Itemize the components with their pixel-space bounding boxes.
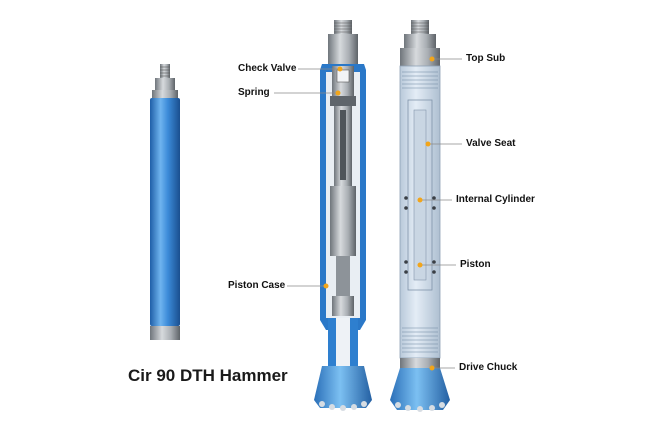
transparent-view [390, 20, 450, 412]
label-piston: Piston [460, 259, 491, 270]
marker-check-valve [337, 66, 343, 72]
label-markers [323, 56, 435, 371]
marker-top-sub [429, 56, 435, 62]
marker-internal-cylinder [417, 197, 423, 203]
leader-lines [274, 58, 462, 369]
label-valve-seat: Valve Seat [466, 138, 516, 149]
transparent-top-sub [400, 48, 440, 66]
transparent-drive-chuck [400, 358, 440, 368]
left-outer-tube [150, 98, 180, 326]
marker-drive-chuck [429, 365, 435, 371]
left-top-sub [155, 78, 175, 90]
left-thread-pin [160, 64, 170, 78]
marker-piston [417, 262, 423, 268]
label-check-valve: Check Valve [238, 63, 297, 74]
cutaway-top-sub [328, 34, 358, 64]
label-drive-chuck: Drive Chuck [459, 362, 518, 373]
label-internal-cylinder: Internal Cylinder [456, 194, 535, 205]
label-top-sub: Top Sub [466, 53, 506, 64]
cutaway-piston [336, 256, 350, 296]
marker-spring [335, 90, 341, 96]
marker-piston-case [323, 283, 329, 289]
cutaway-bit-head [314, 366, 372, 408]
complete-hammer [150, 64, 180, 340]
marker-valve-seat [425, 141, 431, 147]
label-piston-case: Piston Case [228, 280, 286, 291]
diagram-title: Cir 90 DTH Hammer [128, 366, 288, 385]
left-drive-chuck [150, 326, 180, 340]
transparent-bit-head [390, 368, 450, 410]
label-spring: Spring [238, 87, 270, 98]
cutaway-view [314, 20, 372, 411]
